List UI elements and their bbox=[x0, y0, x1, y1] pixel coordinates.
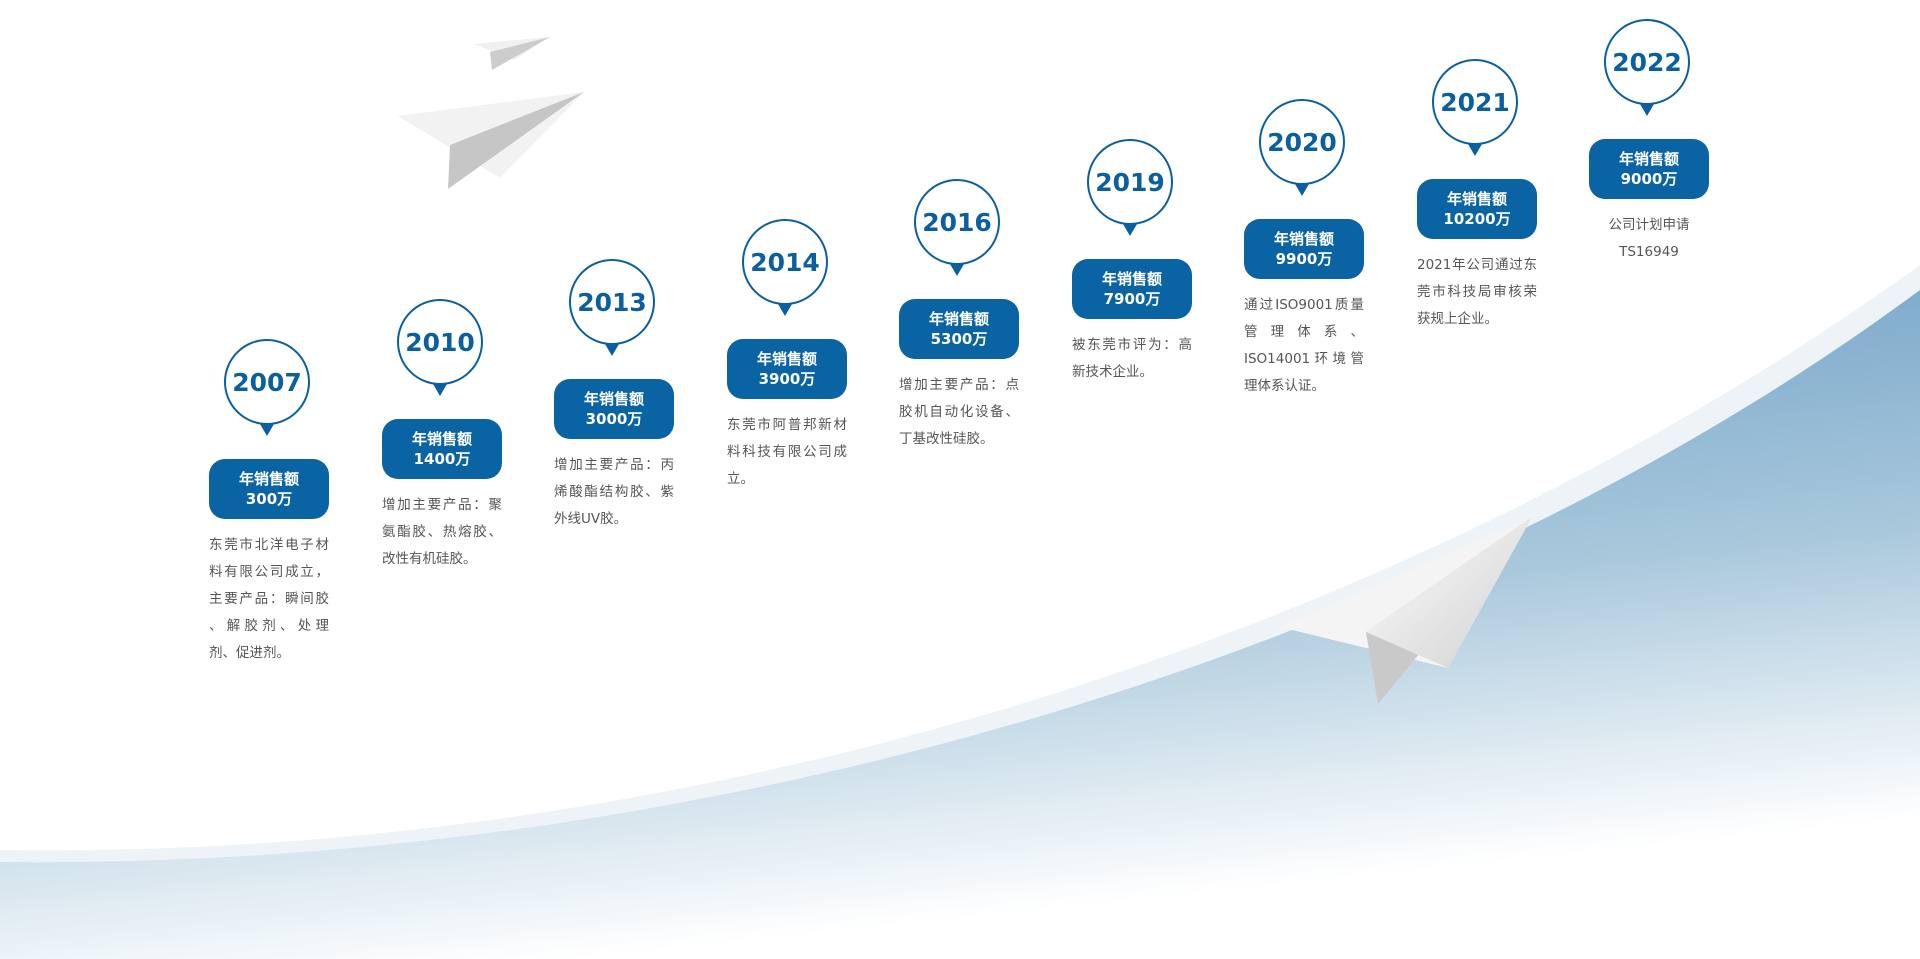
year-pin: 2016 bbox=[914, 179, 1000, 276]
milestone-text: 通过ISO9001质量管理体系、ISO14001环境管理体系认证。 bbox=[1244, 297, 1364, 394]
paper-plane-icon bbox=[474, 37, 550, 70]
year-pin: 2021 bbox=[1432, 59, 1518, 156]
sales-amount: 1400万 bbox=[413, 450, 471, 468]
sales-amount: 5300万 bbox=[930, 330, 988, 348]
sales-amount: 300万 bbox=[245, 490, 293, 508]
sales-badge: 年销售额 3900万 bbox=[727, 339, 847, 399]
sales-label: 年销售额 bbox=[583, 390, 644, 408]
year-pin: 2007 bbox=[224, 339, 310, 436]
sales-amount: 9900万 bbox=[1275, 250, 1333, 268]
sales-label: 年销售额 bbox=[756, 350, 817, 368]
sales-badge: 年销售额 10200万 bbox=[1417, 179, 1537, 239]
year-pin: 2010 bbox=[397, 299, 483, 396]
milestone-text: 公司计划申请TS16949 bbox=[1608, 217, 1690, 260]
sales-label: 年销售额 bbox=[238, 470, 299, 488]
year-pin: 2020 bbox=[1259, 99, 1345, 196]
sales-label: 年销售额 bbox=[411, 430, 472, 448]
sales-badge: 年销售额 300万 bbox=[209, 459, 329, 519]
milestone-text: 东莞市北洋电子材料有限公司成立，主要产品：瞬间胶 、解胶剂、处理剂、促进剂。 bbox=[209, 537, 329, 661]
sales-label: 年销售额 bbox=[928, 310, 989, 328]
sales-amount: 3000万 bbox=[585, 410, 643, 428]
milestone-text: 增加主要产品：聚氨酯胶、热熔胶、改性有机硅胶。 bbox=[382, 497, 502, 567]
paper-plane-icon bbox=[398, 92, 584, 189]
year-pin: 2014 bbox=[742, 219, 828, 316]
milestone-text: 2021年公司通过东莞市科技局审核荣获规上企业。 bbox=[1417, 257, 1537, 327]
sales-label: 年销售额 bbox=[1618, 150, 1679, 168]
year-pin: 2013 bbox=[569, 259, 655, 356]
milestone-text: 增加主要产品：点胶机自动化设备、丁基改性硅胶。 bbox=[899, 377, 1019, 447]
sales-label: 年销售额 bbox=[1446, 190, 1507, 208]
milestone-text: 增加主要产品：丙烯酸酯结构胶、紫外线UV胶。 bbox=[554, 457, 674, 527]
sales-amount: 3900万 bbox=[758, 370, 816, 388]
year-pin: 2022 bbox=[1604, 19, 1690, 116]
sales-badge: 年销售额 1400万 bbox=[382, 419, 502, 479]
sales-badge: 年销售额 9000万 bbox=[1589, 139, 1709, 199]
sales-badge: 年销售额 9900万 bbox=[1244, 219, 1364, 279]
year-pin: 2019 bbox=[1087, 139, 1173, 236]
sales-label: 年销售额 bbox=[1101, 270, 1162, 288]
sales-badge: 年销售额 3000万 bbox=[554, 379, 674, 439]
sales-amount: 9000万 bbox=[1620, 170, 1678, 188]
milestone-text: 被东莞市评为：高新技术企业。 bbox=[1072, 337, 1192, 380]
sales-label: 年销售额 bbox=[1273, 230, 1334, 248]
sales-amount: 7900万 bbox=[1103, 290, 1161, 308]
sales-amount: 10200万 bbox=[1443, 210, 1511, 228]
sales-badge: 年销售额 7900万 bbox=[1072, 259, 1192, 319]
milestone-text: 东莞市阿普邦新材料科技有限公司成立。 bbox=[727, 417, 847, 487]
paper-plane-icon bbox=[1280, 517, 1532, 704]
sales-badge: 年销售额 5300万 bbox=[899, 299, 1019, 359]
